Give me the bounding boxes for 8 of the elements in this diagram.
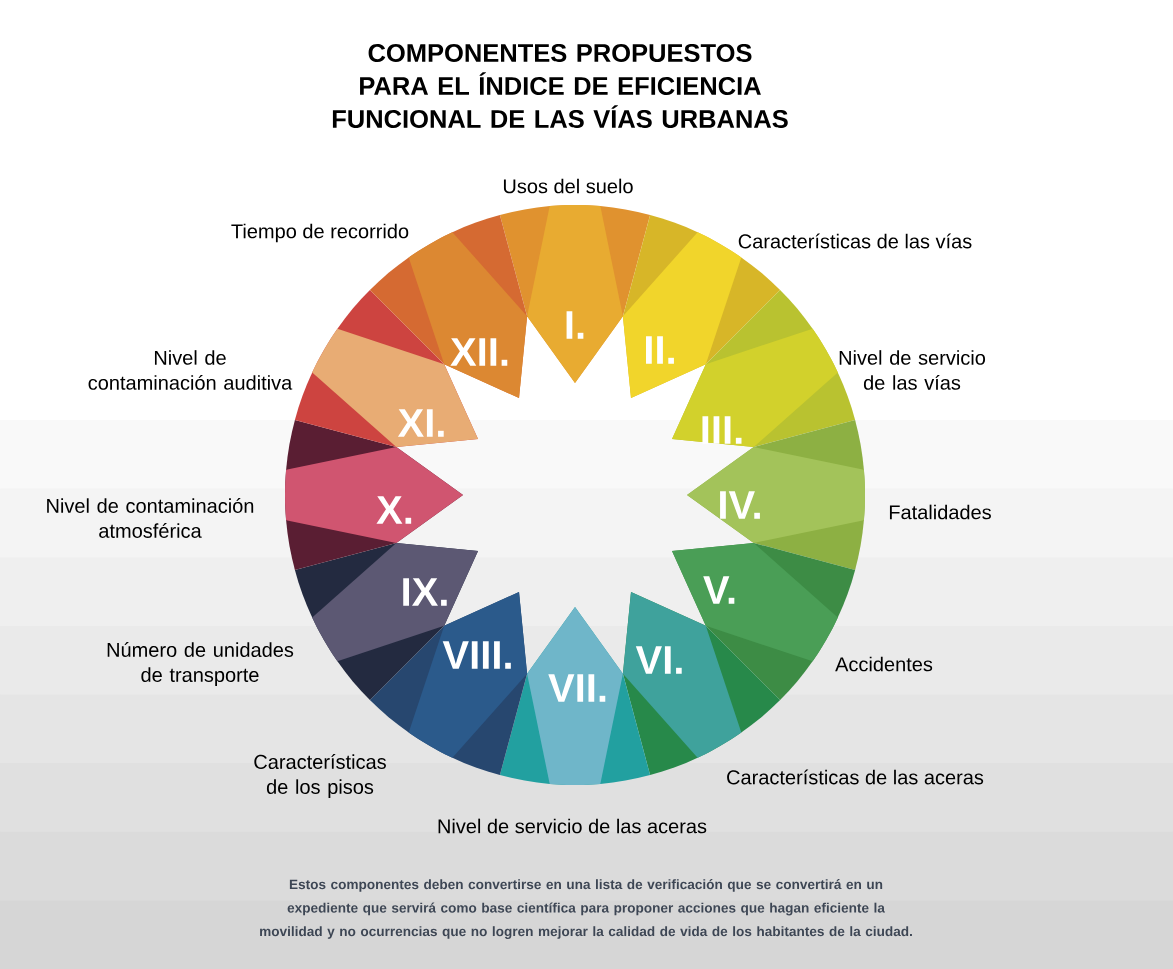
segment-label: Fatalidades xyxy=(889,504,991,520)
caption: Estos componentes deben convertirse en una lista de verificación que se convertirá en un expediente que servirá como base científica para proponer acciones que hagan eficiente la movilidad y no ocurrencias que no logren mejorar la calidad de vida de los habitantes de la ciudad. xyxy=(260,879,912,939)
segment-label: Usos del suelo xyxy=(503,178,633,194)
segment-label: Nivel de contaminación atmosférica xyxy=(47,498,254,538)
segment-label: Número de unidades de transporte xyxy=(107,642,294,686)
title: COMPONENTES PROPUESTOS PARA EL ÍNDICE DE EFICIENCIA FUNCIONAL DE LAS VÍAS URBANAS xyxy=(332,44,788,129)
segment-label: Nivel de contaminación auditiva xyxy=(88,350,293,390)
segment-label: Nivel de servicio de las aceras xyxy=(438,818,707,834)
